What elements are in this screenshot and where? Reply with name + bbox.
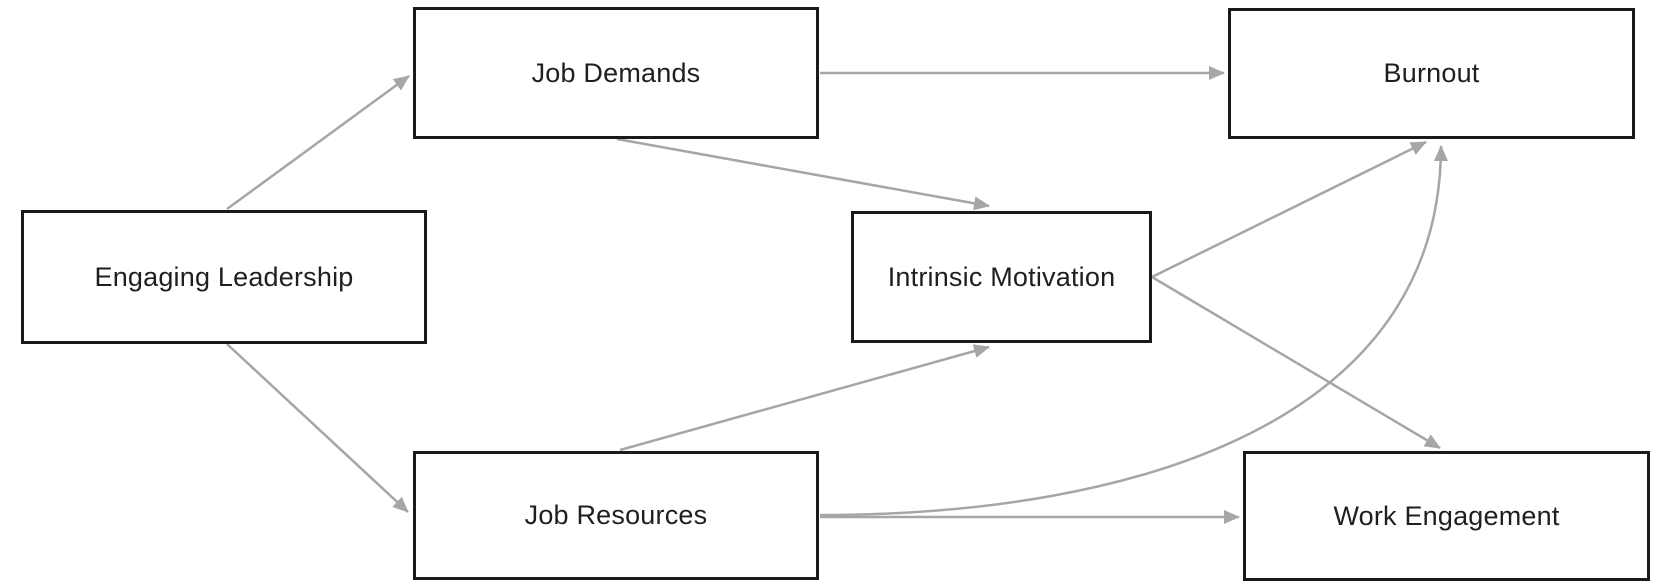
node-work-engagement-label: Work Engagement bbox=[1333, 500, 1560, 531]
node-job-resources-label: Job Resources bbox=[524, 500, 708, 530]
node-burnout: Burnout bbox=[1228, 8, 1635, 139]
node-intrinsic-motivation-label: Intrinsic Motivation bbox=[887, 261, 1116, 292]
node-job-demands: Job Demands bbox=[413, 7, 819, 139]
arrow-engaging-leadership-to-job-demands bbox=[226, 74, 410, 211]
node-engaging-leadership-label: Engaging Leadership bbox=[94, 261, 354, 292]
arrow-job-demands-to-intrinsic-motivation bbox=[616, 137, 990, 211]
node-engaging-leadership: Engaging Leadership bbox=[21, 210, 427, 344]
arrow-engaging-leadership-to-job-resources bbox=[226, 343, 409, 513]
node-job-resources: Job Resources bbox=[413, 451, 819, 580]
arrow-intrinsic-motivation-to-work-engagement bbox=[1151, 275, 1441, 450]
arrow-job-resources-to-intrinsic-motivation bbox=[619, 344, 990, 452]
arrow-job-resources-to-burnout-curved bbox=[819, 145, 1448, 517]
arrow-intrinsic-motivation-to-burnout bbox=[1151, 140, 1427, 279]
node-job-demands-label: Job Demands bbox=[531, 57, 701, 88]
node-burnout-label: Burnout bbox=[1383, 58, 1480, 88]
node-work-engagement: Work Engagement bbox=[1243, 451, 1650, 581]
node-intrinsic-motivation: Intrinsic Motivation bbox=[851, 211, 1152, 343]
